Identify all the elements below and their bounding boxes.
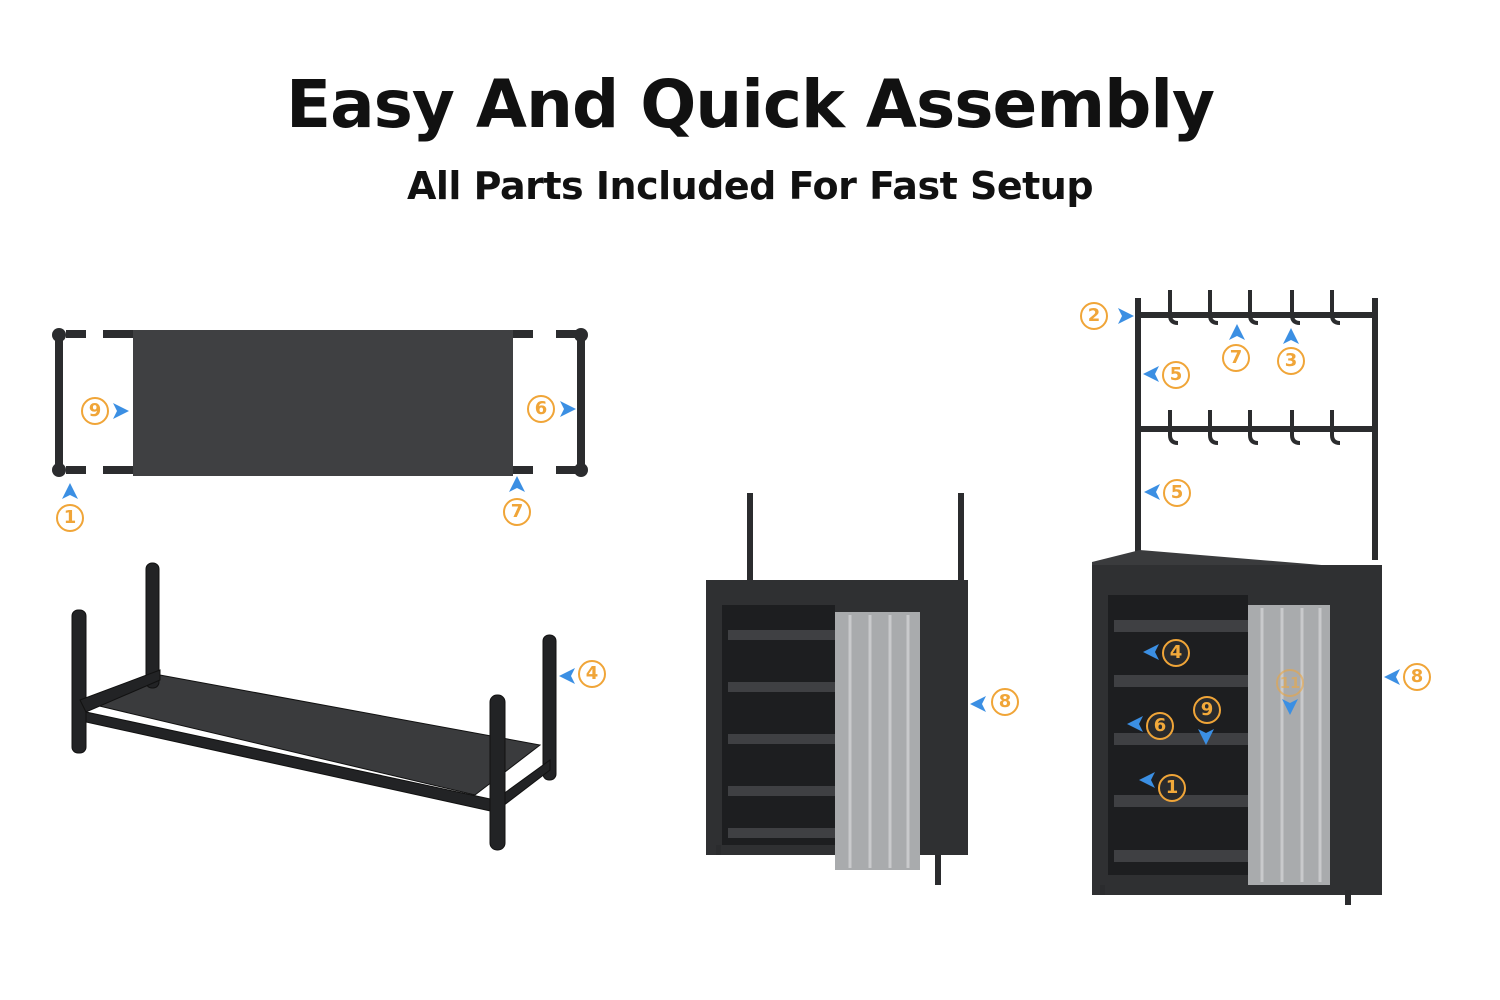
callout-part-4: 4 xyxy=(1162,639,1190,667)
callout-part-8: 8 xyxy=(991,688,1019,716)
callout-part-1: 1 xyxy=(1158,774,1186,802)
callout-part-7: 7 xyxy=(1222,344,1250,372)
callout-part-8: 8 xyxy=(1403,663,1431,691)
callout-part-7: 7 xyxy=(503,498,531,526)
callout-part-6: 6 xyxy=(527,395,555,423)
callout-part-1: 1 xyxy=(56,504,84,532)
callout-part-3: 3 xyxy=(1277,347,1305,375)
callout-part-5: 5 xyxy=(1163,479,1191,507)
callout-part-6: 6 xyxy=(1146,712,1174,740)
callout-part-11: 11 xyxy=(1276,669,1304,697)
page-subtitle: All Parts Included For Fast Setup xyxy=(406,164,1094,208)
callout-part-4: 4 xyxy=(578,660,606,688)
callout-part-2: 2 xyxy=(1080,302,1108,330)
callout-part-9: 9 xyxy=(1193,696,1221,724)
page-title: Easy And Quick Assembly xyxy=(286,66,1215,143)
callout-part-9: 9 xyxy=(81,397,109,425)
flat-frame-parts xyxy=(52,328,588,477)
shoe-cabinet xyxy=(706,493,968,885)
assembled-bench xyxy=(71,562,557,851)
callout-part-5: 5 xyxy=(1162,361,1190,389)
coat-rack-shoe-cabinet xyxy=(1092,290,1382,905)
